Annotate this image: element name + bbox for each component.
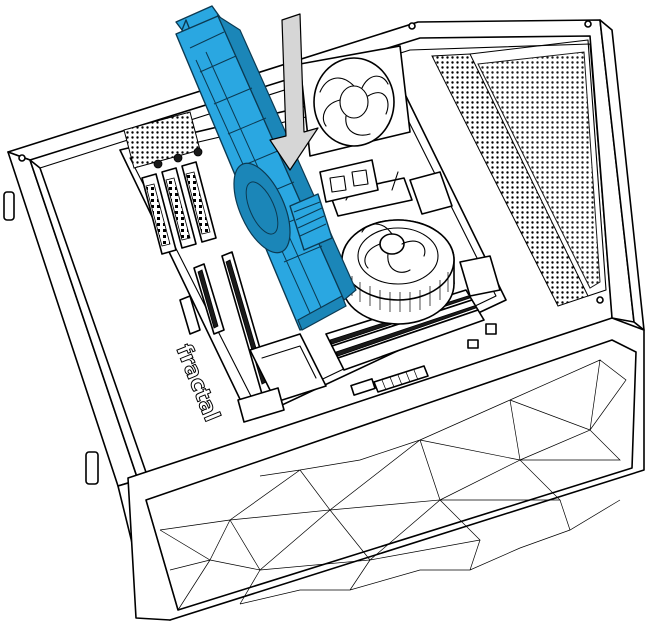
cable-bracket (319, 159, 379, 203)
insert-direction-arrow (269, 13, 319, 171)
rear-exhaust-fan (299, 45, 411, 157)
expansion-slot-covers (141, 147, 217, 255)
atx-power-connector (373, 365, 429, 393)
brand-logo: fractal (170, 341, 224, 426)
chipset-heatsink (249, 333, 327, 403)
cpu-cooler (329, 171, 455, 325)
side-mesh-panel (431, 39, 607, 307)
front-panel (127, 317, 645, 621)
